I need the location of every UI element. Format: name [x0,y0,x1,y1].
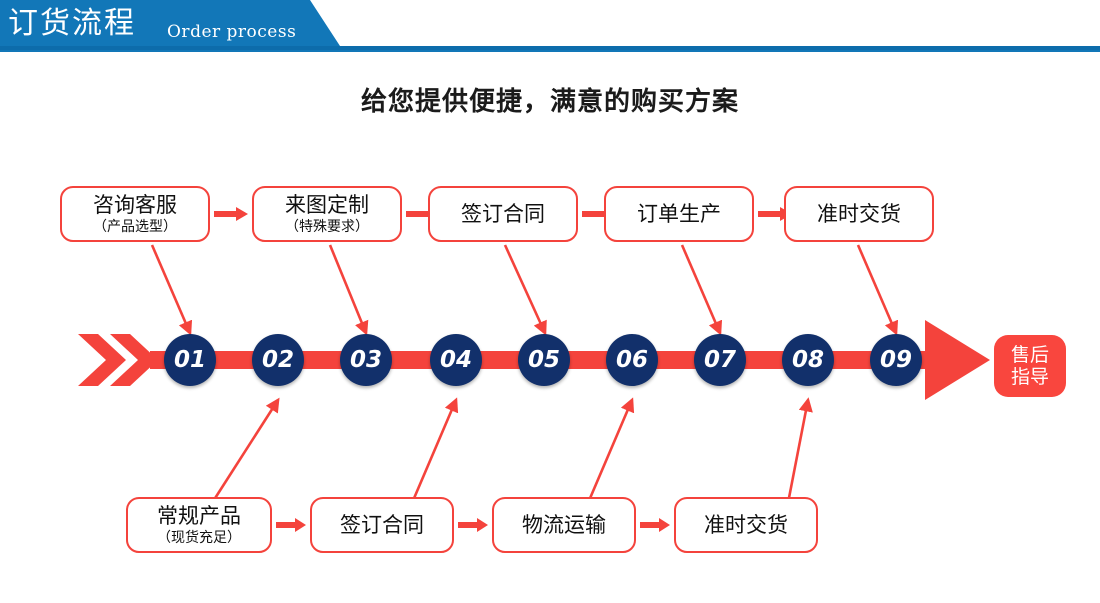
timeline-step-05-label: 05 [527,347,560,373]
bottom-box-3-line1: 物流运输 [522,512,606,537]
top-box-5[interactable]: 准时交货 [784,186,934,242]
top-box-2-line2: （特殊要求） [285,218,369,235]
timeline-step-07-label: 07 [703,347,736,373]
page-title: 订货流程 [8,6,136,41]
headline: 给您提供便捷，满意的购买方案 [360,87,739,117]
bottom-connector-1 [276,518,308,532]
top-box-1[interactable]: 咨询客服 （产品选型） [60,186,210,242]
timeline-step-06[interactable]: 06 [606,334,658,386]
top-box-1-line1: 咨询客服 [93,192,177,217]
bottom-connector-2 [458,518,490,532]
timeline-step-08[interactable]: 08 [782,334,834,386]
after-sales-line1: 售后 [1010,344,1049,366]
timeline-step-02-label: 02 [261,347,294,373]
bottom-box-2[interactable]: 签订合同 [310,497,454,553]
arrowhead-icon [925,320,990,400]
timeline-step-09-label: 09 [879,347,912,373]
after-sales-box[interactable]: 售后 指导 [994,335,1066,397]
bottom-box-1[interactable]: 常规产品 （现货充足） [126,497,272,553]
page-title-english: Order process [167,22,297,42]
timeline-step-04[interactable]: 04 [430,334,482,386]
timeline-step-03-label: 03 [349,347,382,373]
bottom-box-2-line1: 签订合同 [340,512,424,537]
timeline-step-05[interactable]: 05 [518,334,570,386]
top-box-2[interactable]: 来图定制 （特殊要求） [252,186,402,242]
top-box-4-line1: 订单生产 [637,201,721,226]
bottom-box-3[interactable]: 物流运输 [492,497,636,553]
top-connector-1 [214,207,250,221]
header-banner [0,0,1100,52]
bottom-box-4[interactable]: 准时交货 [674,497,818,553]
double-chevron-icon [78,334,158,386]
timeline-step-03[interactable]: 03 [340,334,392,386]
bottom-box-1-line2: （现货充足） [157,529,241,546]
after-sales-line2: 指导 [1010,366,1049,388]
timeline-step-01[interactable]: 01 [164,334,216,386]
bottom-box-4-line1: 准时交货 [704,512,788,537]
timeline-step-02[interactable]: 02 [252,334,304,386]
top-box-4[interactable]: 订单生产 [604,186,754,242]
top-box-1-line2: （产品选型） [93,218,177,235]
bottom-box-1-line1: 常规产品 [157,503,241,528]
timeline-step-01-label: 01 [173,347,206,373]
timeline-step-04-label: 04 [439,347,472,373]
top-box-2-line1: 来图定制 [285,192,369,217]
top-box-3-line1: 签订合同 [461,201,545,226]
timeline-step-06-label: 06 [615,347,648,373]
bottom-connector-3 [640,518,672,532]
top-box-3[interactable]: 签订合同 [428,186,578,242]
timeline-step-08-label: 08 [791,347,824,373]
top-box-5-line1: 准时交货 [817,201,901,226]
timeline-step-07[interactable]: 07 [694,334,746,386]
top-connector-4 [758,207,794,221]
timeline-step-09[interactable]: 09 [870,334,922,386]
